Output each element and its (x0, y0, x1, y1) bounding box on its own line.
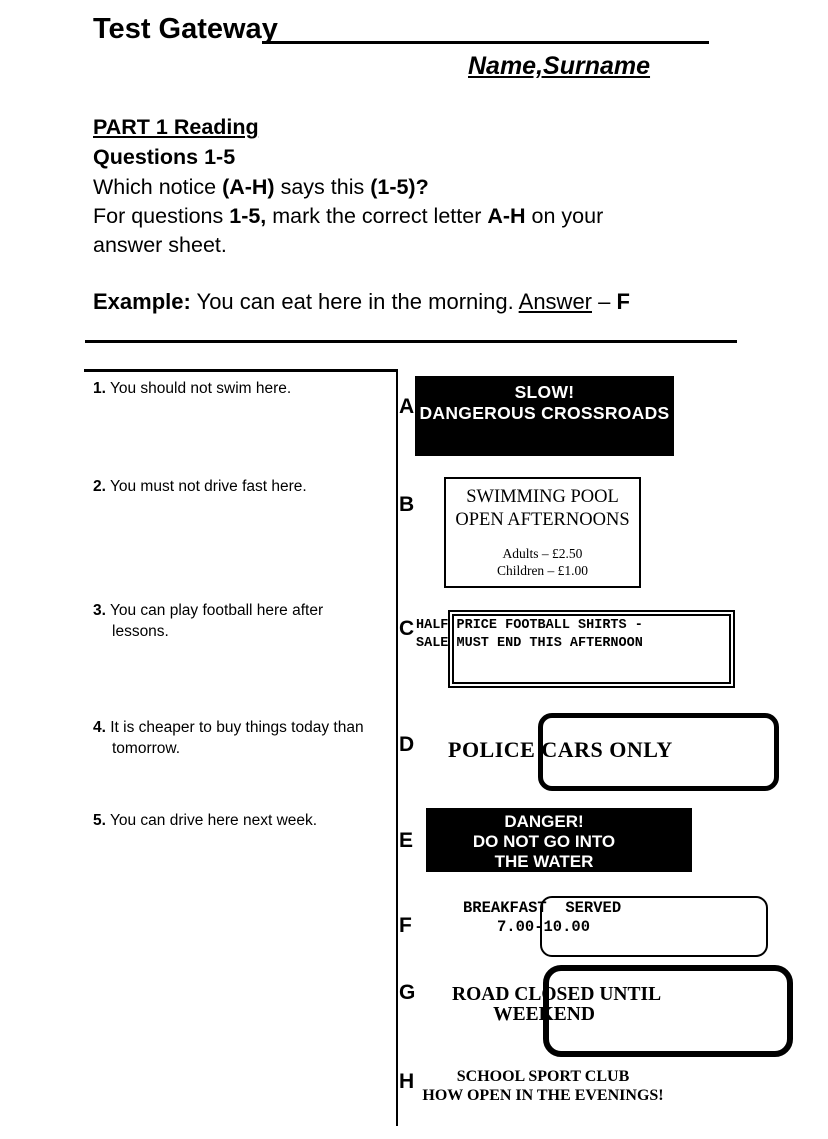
notice-e-line2: DO NOT GO INTO (472, 832, 616, 851)
question-text: You can play football here after (109, 602, 324, 619)
notice-c-line1: HALF PRICE FOOTBALL SHIRTS - (416, 618, 643, 633)
question-text-line2: lessons. (112, 623, 169, 640)
notice-h-line2: HOW OPEN IN THE EVENINGS! (422, 1087, 664, 1104)
notice-sign-a: SLOW! DANGEROUS CROSSROADS (415, 376, 674, 456)
example-label: Example: (93, 289, 191, 314)
notice-letter-g: G (399, 981, 416, 1004)
notice-e-line3: THE WATER (494, 852, 594, 871)
notice-a-line2: DANGEROUS CROSSROADS (419, 403, 670, 423)
example-text: You can eat here in the morning. (190, 289, 519, 314)
question-item-2: 2. You must not drive fast here. (93, 476, 307, 497)
question-text: You should not swim here. (109, 380, 292, 397)
example-answer-value: F (616, 289, 630, 314)
notice-e-line1: DANGER! (504, 812, 584, 831)
instruction-text: For questions (93, 204, 230, 228)
instruction-bold-numbers: 1-5, (229, 204, 267, 228)
notice-g-frame (543, 965, 793, 1057)
notice-b-spacer (446, 532, 639, 545)
question-text-line2: tomorrow. (112, 740, 181, 757)
instruction-line-for: For questions 1-5, mark the correct lett… (93, 204, 603, 229)
instruction-bold-range: A-H (487, 204, 526, 228)
instruction-line-cont: answer sheet. (93, 233, 227, 257)
question-number: 2. (93, 478, 106, 495)
notice-letter-f: F (399, 914, 412, 937)
question-item-3: 3. You can play football here after less… (93, 600, 323, 642)
question-text: It is cheaper to buy things today than (110, 719, 364, 736)
notice-f-line2: 7.00-10.00 (497, 918, 591, 936)
notice-g-text: ROAD CLOSED UNTIL WEEKEND (452, 984, 662, 1025)
example-answer-word: Answer (518, 289, 592, 314)
part-heading: PART 1 Reading (93, 115, 259, 139)
instruction-text: on your (525, 204, 604, 228)
instruction-bold-numbers: (1-5)? (370, 175, 429, 199)
question-text: You must not drive fast here. (109, 478, 307, 495)
instruction-line-which: Which notice (A-H) says this (1-5)? (93, 175, 429, 200)
column-divider (396, 369, 398, 1126)
question-number: 4. (93, 719, 106, 736)
notice-letter-a: A (399, 395, 415, 418)
notice-c-text: HALF PRICE FOOTBALL SHIRTS - SALE MUST E… (416, 617, 643, 652)
notice-b-price1: Adults – £2.50 (502, 546, 583, 561)
question-text: You can drive here next week. (109, 812, 318, 829)
notice-h-text: SCHOOL SPORT CLUB HOW OPEN IN THE EVENIN… (408, 1067, 678, 1105)
section-divider (85, 340, 737, 343)
notice-g-line1: ROAD CLOSED UNTIL (452, 984, 662, 1005)
notice-letter-d: D (399, 733, 415, 756)
notice-b-title2: OPEN AFTERNOONS (455, 510, 630, 530)
instruction-text: Which notice (93, 175, 223, 199)
notice-b-price2: Children – £1.00 (496, 563, 589, 578)
instruction-text: mark the correct letter (266, 204, 488, 228)
question-item-1: 1. You should not swim here. (93, 378, 291, 399)
notice-d-text: POLICE CARS ONLY (448, 737, 673, 762)
question-item-4: 4. It is cheaper to buy things today tha… (93, 717, 364, 759)
notice-f-line1: BREAKFAST SERVED (463, 899, 622, 917)
notice-sign-b: SWIMMING POOL OPEN AFTERNOONS Adults – £… (444, 477, 641, 588)
page-title: Test Gateway (93, 13, 278, 45)
example-separator: – (592, 289, 617, 314)
instruction-bold-range: (A-H) (222, 175, 275, 199)
name-surname-label: Name,Surname (468, 52, 651, 80)
question-number: 1. (93, 380, 106, 397)
notice-a-line1: SLOW! (514, 382, 575, 402)
question-number: 5. (93, 812, 106, 829)
example-line: Example: You can eat here in the morning… (93, 289, 630, 315)
notice-d-frame (538, 713, 779, 791)
instruction-text: says this (274, 175, 371, 199)
notice-letter-h: H (399, 1070, 415, 1093)
notice-letter-b: B (399, 493, 415, 516)
notice-sign-e: DANGER! DO NOT GO INTO THE WATER (426, 808, 692, 872)
name-blank-line (262, 41, 709, 44)
questions-top-rule (84, 369, 398, 372)
questions-heading: Questions 1-5 (93, 145, 236, 169)
notice-letter-e: E (399, 829, 414, 852)
notice-f-frame (540, 896, 768, 957)
notice-c-frame (448, 610, 735, 688)
notice-b-title1: SWIMMING POOL (466, 487, 619, 507)
question-number: 3. (93, 602, 106, 619)
question-item-5: 5. You can drive here next week. (93, 810, 317, 831)
notice-h-line1: SCHOOL SPORT CLUB (456, 1068, 630, 1085)
notice-letter-c: C (399, 617, 415, 640)
notice-c-line2: SALE MUST END THIS AFTERNOON (416, 635, 643, 651)
